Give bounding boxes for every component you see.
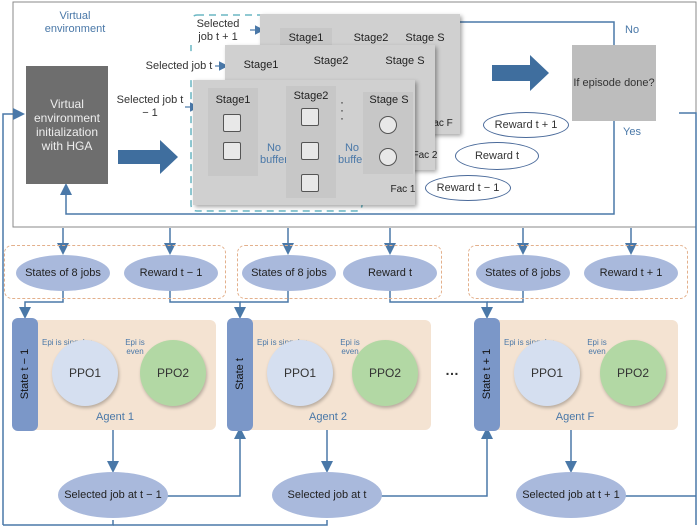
press-machine-icon <box>301 142 319 160</box>
state-bar <box>12 318 38 431</box>
epi-even-label: Epi is even <box>125 338 145 356</box>
selected-job-next: Selected job t + 1 <box>188 17 248 45</box>
no-label: No <box>625 24 640 36</box>
selected-job-output: Selected job at t − 1 <box>58 472 168 518</box>
states-pill: States of 8 jobs <box>16 255 110 291</box>
ellipsis-dots: ··· <box>340 95 344 125</box>
no-buffer-label: No buffer <box>338 142 366 166</box>
factory-label: Fac 2 <box>412 150 438 161</box>
epi-singular-label: Epi is singular <box>42 338 92 347</box>
agent-label: Agent 1 <box>96 411 134 423</box>
epi-even-label: Epi is even <box>340 338 360 356</box>
reward-pill: Reward t + 1 <box>584 255 678 291</box>
agent-label: Agent 2 <box>309 411 347 423</box>
big-arrow-decision <box>492 55 549 91</box>
more-agents-ellipsis: … <box>445 362 459 378</box>
reward-current-ellipse: Reward t <box>455 142 539 170</box>
reward-pill: Reward t − 1 <box>124 255 218 291</box>
state-label: State t + 1 <box>481 348 493 400</box>
stage-label: Stage1 <box>243 59 279 71</box>
reel-machine-icon <box>379 148 397 166</box>
factory-1: Stage1 No buffer Stage2 ··· No buffer St… <box>193 80 416 205</box>
factory-label: Fac 1 <box>390 184 416 195</box>
reward-prev-ellipse: Reward t − 1 <box>425 175 511 201</box>
stage-label: Stage2 <box>313 55 349 67</box>
observation-group-1 <box>4 245 226 299</box>
press-machine-icon <box>301 108 319 126</box>
epi-singular-label: Epi is singular <box>504 338 554 347</box>
state-label: State t <box>234 358 246 390</box>
stage-label: Stage1 <box>215 94 251 106</box>
stage-label: Stage S <box>385 55 425 67</box>
yes-label: Yes <box>623 126 641 138</box>
selected-job-current: Selected job t <box>145 52 213 80</box>
stage-label: Stage S <box>369 94 409 106</box>
env-init-box: Virtual environment initialization with … <box>26 66 108 184</box>
stage-label: Stage2 <box>353 32 389 44</box>
selected-job-output: Selected job at t <box>272 472 382 518</box>
ppo2-node: PPO2 <box>600 340 666 406</box>
reward-pill: Reward t <box>343 255 437 291</box>
ppo2-node: PPO2 <box>352 340 418 406</box>
episode-done-decision: If episode done? <box>572 45 656 121</box>
observation-group-3 <box>468 245 688 299</box>
epi-even-label: Epi is even <box>587 338 607 356</box>
env-title: Virtual environment <box>44 10 106 35</box>
epi-singular-label: Epi is singular <box>257 338 307 347</box>
ppo1-node: PPO1 <box>52 340 118 406</box>
no-buffer-label: No buffer <box>260 142 288 166</box>
reel-machine-icon <box>379 116 397 134</box>
ppo1-node: PPO1 <box>267 340 333 406</box>
factory-label: Fac F <box>427 118 453 129</box>
stage-label: Stage S <box>405 32 445 44</box>
selected-job-output: Selected job at t + 1 <box>516 472 626 518</box>
stage-label: Stage2 <box>293 90 329 102</box>
state-bar <box>474 318 500 431</box>
robot-arm-icon <box>223 114 241 132</box>
big-arrow-init <box>118 140 178 174</box>
selected-job-prev: Selected job t − 1 <box>115 93 185 121</box>
stage-1-box <box>208 88 258 176</box>
observation-group-2 <box>237 245 442 299</box>
ppo1-node: PPO1 <box>514 340 580 406</box>
state-bar <box>227 318 253 431</box>
state-label: State t − 1 <box>19 348 31 400</box>
ppo2-node: PPO2 <box>140 340 206 406</box>
reward-next-ellipse: Reward t + 1 <box>483 112 569 138</box>
robot-arm-icon <box>223 142 241 160</box>
agent-label: Agent F <box>555 411 595 423</box>
states-pill: States of 8 jobs <box>476 255 570 291</box>
stage-label: Stage1 <box>288 32 324 44</box>
press-machine-icon <box>301 174 319 192</box>
states-pill: States of 8 jobs <box>242 255 336 291</box>
